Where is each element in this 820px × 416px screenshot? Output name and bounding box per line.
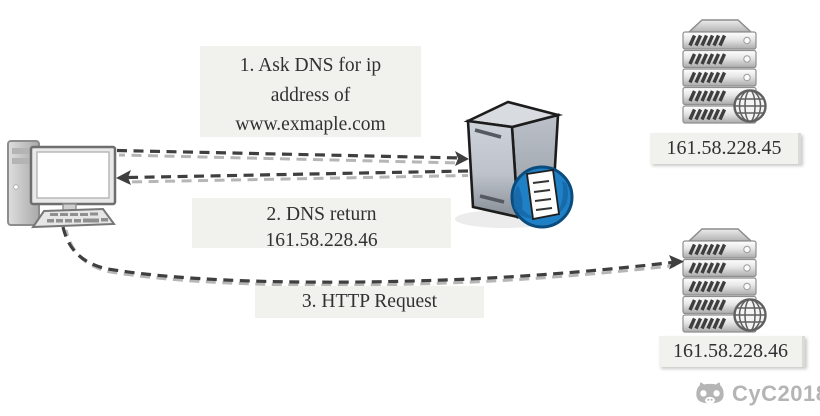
watermark: CyC2018: [694, 381, 820, 407]
step2-label: 2. DNS return 161.58.228.46: [192, 198, 451, 251]
octocat-icon: [696, 381, 724, 404]
keyboard: [31, 207, 116, 229]
web-server-1-ip-label: 161.58.228.45: [650, 133, 801, 164]
step3-label: 3. HTTP Request: [255, 286, 484, 318]
client-computer-icon: [7, 140, 117, 229]
arrow-dns-response: [116, 169, 469, 185]
dns-server-icon: [455, 100, 574, 229]
web-server-2-ip-label: 161.58.228.46: [659, 336, 805, 367]
web-server-2-icon: [683, 229, 766, 332]
arrow-http-request: [61, 226, 684, 287]
watermark-text: CyC2018: [732, 381, 820, 406]
step1-label: 1. Ask DNS for ip address of www.exmaple…: [200, 46, 421, 137]
web-server-1-icon: [683, 20, 766, 123]
arrow-dns-query: [116, 148, 469, 166]
document-icon: [525, 168, 561, 221]
globe-document-icon: [510, 165, 574, 229]
monitor-screen: [36, 151, 110, 199]
